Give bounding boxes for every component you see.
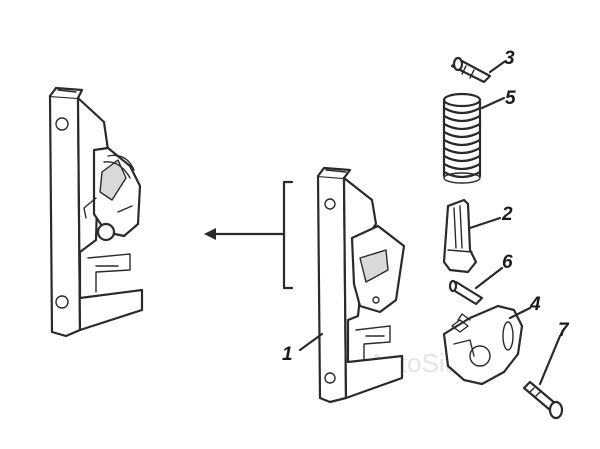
label-4: 4 [529,294,541,315]
part-7-bolt: 7 [522,320,570,420]
label-7: 7 [558,320,570,341]
part-5-spring: 5 [442,88,516,184]
part-2-plunger: 2 [442,198,513,274]
part-1-bracket: 1 [282,166,406,404]
part-6-pin: 6 [448,252,513,306]
part-3-pin: 3 [450,48,515,84]
assembled-latch [48,86,144,338]
label-5: 5 [505,88,516,109]
part-4-catch: 4 [442,294,541,386]
assembly-arrow [204,180,294,290]
label-1: 1 [282,344,293,365]
label-3: 3 [504,48,515,69]
label-2: 2 [501,204,513,225]
label-6: 6 [502,252,513,273]
